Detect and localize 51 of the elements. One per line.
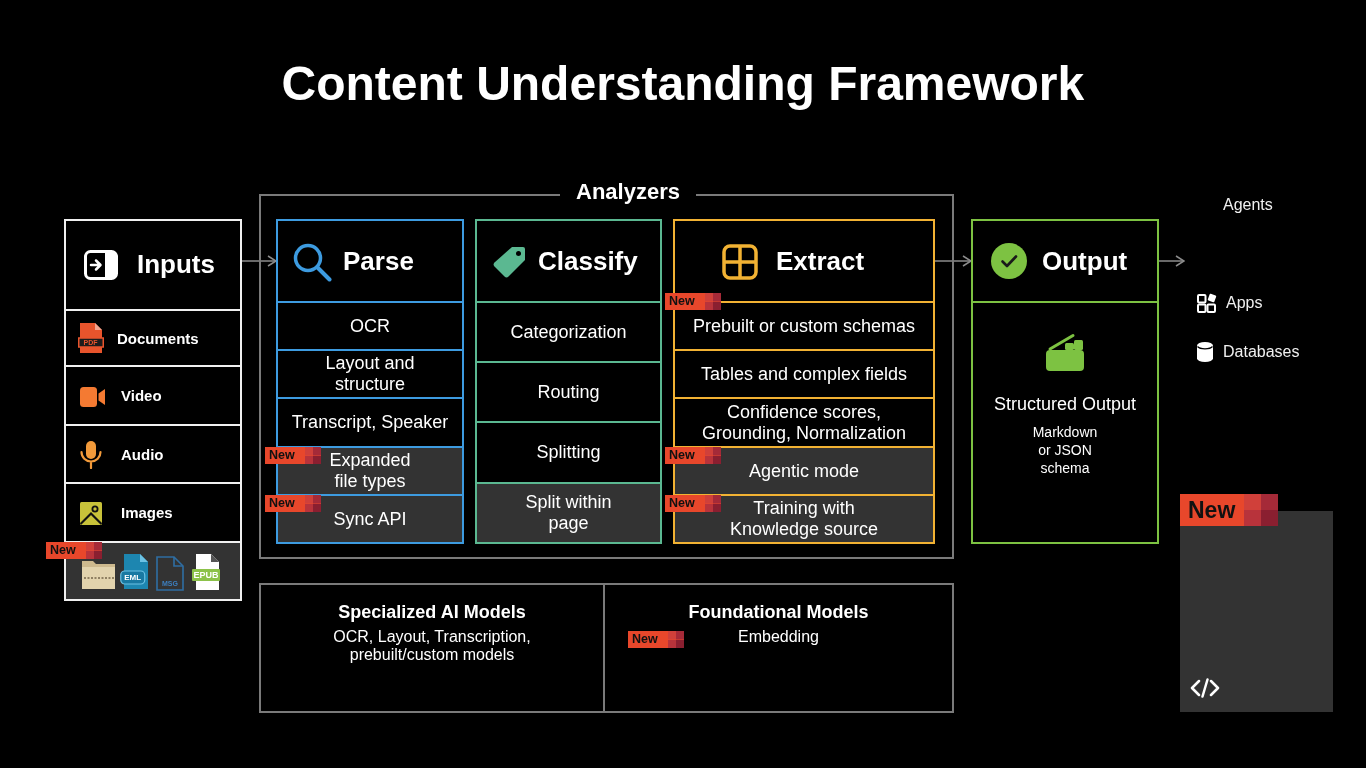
feature-text: Tables and complex fields — [700, 363, 908, 385]
feature-text: Agentic mode — [748, 460, 860, 482]
section-text: Embedding — [738, 627, 819, 647]
new-label: New — [665, 495, 721, 512]
output-panel — [971, 219, 1159, 544]
column-heading: Output — [1042, 247, 1128, 277]
section-heading: Specialized AI Models — [338, 602, 526, 623]
feature-text: OCR — [350, 315, 390, 337]
output-heading: Structured Output — [993, 394, 1137, 415]
new-label: New — [665, 293, 721, 310]
feature-text: Confidence scores, Grounding, Normalization — [700, 401, 908, 444]
feature-text: Splitting — [536, 442, 601, 463]
list-item: Apps — [1226, 294, 1263, 313]
input-type-text: Images — [121, 504, 173, 522]
new-label: New — [265, 447, 321, 464]
feature-text: Routing — [537, 381, 600, 403]
output-text: Markdown or JSON schema — [1031, 422, 1099, 478]
column-heading: Parse — [343, 247, 414, 277]
file-type-text: EML — [124, 573, 142, 582]
feature-text: Training with Knowledge source — [728, 498, 880, 540]
new-label: New — [1180, 494, 1278, 526]
new-label: New — [665, 447, 721, 464]
arrow — [934, 255, 972, 267]
feature-text: Layout and structure — [324, 353, 416, 395]
input-type-text: Audio — [121, 445, 164, 463]
column-heading: Inputs — [137, 250, 215, 280]
feature-text: Expanded file types — [328, 450, 412, 492]
feature-row — [675, 397, 933, 446]
feature-text: Sync API — [333, 508, 407, 530]
input-type-text: Video — [121, 387, 162, 405]
feature-text: Transcript, Speaker — [291, 412, 449, 433]
feature-text: Prebuilt or custom schemas — [692, 315, 916, 337]
arrow — [1158, 255, 1185, 267]
list-item: Agents — [1223, 196, 1273, 215]
arrow — [241, 255, 277, 267]
new-label: New — [46, 542, 102, 559]
section-text: OCR, Layout, Transcription, prebuilt/custom models — [332, 627, 532, 665]
feature-text: Categorization — [510, 321, 627, 343]
analyzer-column — [475, 219, 662, 544]
column-heading: Classify — [538, 247, 638, 277]
input-type-text: Documents — [117, 329, 199, 347]
title: Content Understanding Framework — [281, 55, 1085, 111]
list-item: Databases — [1223, 343, 1300, 362]
models-frame — [259, 583, 954, 713]
new-label: New — [628, 631, 684, 648]
feature-row — [477, 482, 660, 542]
file-type-text: EPUB — [193, 570, 219, 580]
new-label: New — [265, 495, 321, 512]
section-heading: Foundational Models — [688, 602, 869, 623]
column-heading: Extract — [776, 247, 865, 277]
feature-text: Split within page — [524, 492, 613, 534]
